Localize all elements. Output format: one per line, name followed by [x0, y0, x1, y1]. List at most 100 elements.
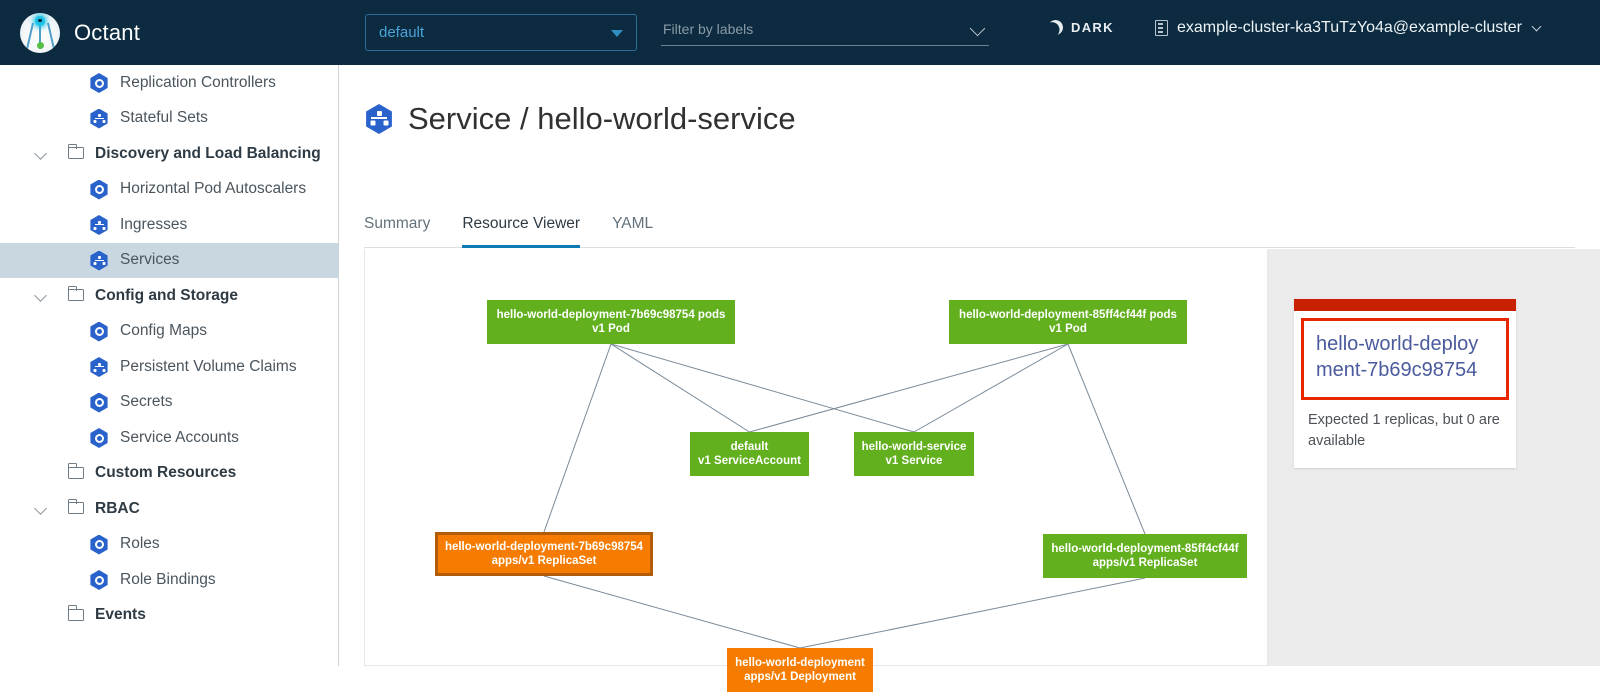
graph-edge: [543, 343, 612, 533]
sidebar-item-label: Secrets: [120, 393, 173, 411]
graph-node-kind: apps/v1 ReplicaSet: [491, 555, 597, 567]
cluster-icon: [1155, 20, 1168, 36]
graph-edge: [749, 343, 1069, 433]
theme-toggle-label: DARK: [1071, 20, 1114, 35]
sidebar-item-custom-resources[interactable]: Custom Resources: [0, 456, 338, 492]
main-content: Service / hello-world-service Summary Res…: [339, 65, 1600, 692]
page-title-text: Service / hello-world-service: [408, 101, 796, 136]
tab-summary[interactable]: Summary: [364, 215, 431, 232]
folder-icon: [67, 143, 84, 159]
sidebar-item-services[interactable]: Services: [0, 242, 338, 278]
error-card-title-box: hello-world-deployment-7b69c98754: [1301, 318, 1509, 400]
sidebar-item-horizontal-pod-autoscalers[interactable]: Horizontal Pod Autoscalers: [0, 172, 338, 208]
sidebar-item-ingresses[interactable]: Ingresses: [0, 207, 338, 243]
chevron-down-icon: [1531, 21, 1542, 32]
sidebar-item-label: Stateful Sets: [120, 109, 208, 127]
sidebar-item-label: Custom Resources: [95, 464, 237, 482]
sidebar-item-config-maps[interactable]: Config Maps: [0, 314, 338, 350]
chevron-down-icon[interactable]: [34, 502, 47, 515]
graph-edge: [913, 343, 1069, 433]
page-title: Service / hello-world-service: [364, 101, 796, 137]
sidebar-item-service-accounts[interactable]: Service Accounts: [0, 420, 338, 456]
sidebar-item-label: Ingresses: [120, 215, 188, 233]
graph-node-kind: v1 Pod: [592, 323, 630, 335]
pvc-icon: [90, 357, 108, 377]
graph-node-kind: apps/v1 Deployment: [744, 671, 856, 683]
sidebar-item-replication-controllers[interactable]: Replication Controllers: [0, 65, 338, 101]
graph-node-kind: v1 Pod: [1049, 323, 1087, 335]
sidebar-item-role-bindings[interactable]: Role Bindings: [0, 562, 338, 598]
graph-edge: [610, 343, 750, 433]
graph-node-name: hello-world-deployment-85ff4cf44f pods: [959, 309, 1177, 321]
sidebar-item-rbac[interactable]: RBAC: [0, 491, 338, 527]
label-filter-input[interactable]: Filter by labels: [661, 16, 989, 46]
sidebar-item-label: Persistent Volume Claims: [120, 357, 297, 375]
graph-node-name: hello-world-deployment-7b69c98754: [444, 541, 644, 553]
error-card-message: Expected 1 replicas, but 0 are available: [1308, 412, 1500, 449]
sidebar-item-label: Roles: [120, 535, 160, 553]
tab-bar[interactable]: Summary Resource Viewer YAML: [364, 213, 1575, 248]
role-binding-icon: [90, 570, 108, 590]
hpa-icon: [90, 179, 108, 200]
sidebar-item-label: Role Bindings: [120, 570, 216, 588]
role-icon: [90, 534, 108, 555]
octant-lighthouse-logo-icon: [20, 12, 60, 53]
sidebar-item-config-and-storage[interactable]: Config and Storage: [0, 278, 338, 314]
graph-node-kind: v1 ServiceAccount: [698, 455, 801, 467]
brand-name: Octant: [74, 19, 141, 45]
stateful-set-icon: [90, 108, 108, 129]
graph-edges: [543, 343, 1146, 649]
folder-icon: [67, 498, 84, 514]
sidebar-item-label: RBAC: [95, 499, 140, 517]
folder-icon: [67, 463, 84, 479]
graph-edge: [543, 575, 801, 649]
sidebar-item-roles[interactable]: Roles: [0, 527, 338, 563]
folder-icon: [67, 285, 84, 301]
graph-node-serviceaccount-default[interactable]: default v1 ServiceAccount: [690, 432, 809, 476]
graph-node-kind: apps/v1 ReplicaSet: [1092, 557, 1198, 569]
graph-node-pod-7b69[interactable]: hello-world-deployment-7b69c98754 pods v1…: [487, 300, 735, 344]
sidebar-item-label: Config Maps: [120, 322, 208, 340]
folder-icon: [67, 605, 84, 621]
theme-toggle-dark[interactable]: DARK: [1048, 20, 1114, 35]
sidebar-item-events[interactable]: Events: [0, 598, 338, 634]
error-card: hello-world-deployment-7b69c98754 Expect…: [1294, 299, 1516, 468]
config-map-icon: [90, 321, 108, 342]
sidebar-item-discovery-and-load-balancing[interactable]: Discovery and Load Balancing: [0, 136, 338, 172]
sidebar-item-label: Horizontal Pod Autoscalers: [120, 180, 307, 198]
service-account-icon: [90, 428, 108, 448]
sidebar-item-label: Events: [95, 606, 146, 624]
namespace-select[interactable]: default: [365, 14, 637, 51]
secret-icon: [90, 392, 108, 413]
label-filter-placeholder: Filter by labels: [663, 21, 754, 37]
graph-edge: [610, 343, 915, 433]
namespace-value: default: [379, 24, 425, 41]
error-card-title-link[interactable]: hello-world-deployment-7b69c98754: [1316, 333, 1479, 381]
tab-yaml[interactable]: YAML: [612, 215, 654, 232]
sidebar-item-stateful-sets[interactable]: Stateful Sets: [0, 101, 338, 137]
sidebar-item-secrets[interactable]: Secrets: [0, 385, 338, 421]
moon-icon: [1046, 18, 1065, 37]
graph-edge: [1067, 343, 1146, 535]
brand[interactable]: Octant: [20, 12, 141, 53]
replication-controller-icon: [90, 73, 108, 93]
graph-node-name: default: [730, 441, 769, 453]
sidebar-item-label: Config and Storage: [95, 286, 238, 304]
sidebar-item-label: Replication Controllers: [120, 73, 276, 91]
cluster-selector[interactable]: example-cluster-ka3TuTzYo4a@example-clus…: [1155, 19, 1542, 37]
graph-node-pod-85ff[interactable]: hello-world-deployment-85ff4cf44f pods v1…: [949, 300, 1187, 344]
chevron-down-icon[interactable]: [34, 289, 47, 302]
sidebar-item-persistent-volume-claims[interactable]: Persistent Volume Claims: [0, 349, 338, 385]
graph-node-replicaset-7b69[interactable]: hello-world-deployment-7b69c98754 apps/v1…: [435, 532, 653, 576]
tab-resource-viewer[interactable]: Resource Viewer: [462, 213, 581, 248]
sidebar-item-label: Services: [120, 251, 180, 269]
chevron-down-icon: [611, 30, 623, 37]
resource-viewer-graph[interactable]: hello-world-deployment-7b69c98754 pods v1…: [364, 249, 1268, 692]
graph-node-name: hello-world-deployment-7b69c98754 pods: [496, 309, 726, 321]
cluster-name: example-cluster-ka3TuTzYo4a@example-clus…: [1177, 19, 1522, 36]
chevron-down-icon[interactable]: [34, 147, 47, 160]
